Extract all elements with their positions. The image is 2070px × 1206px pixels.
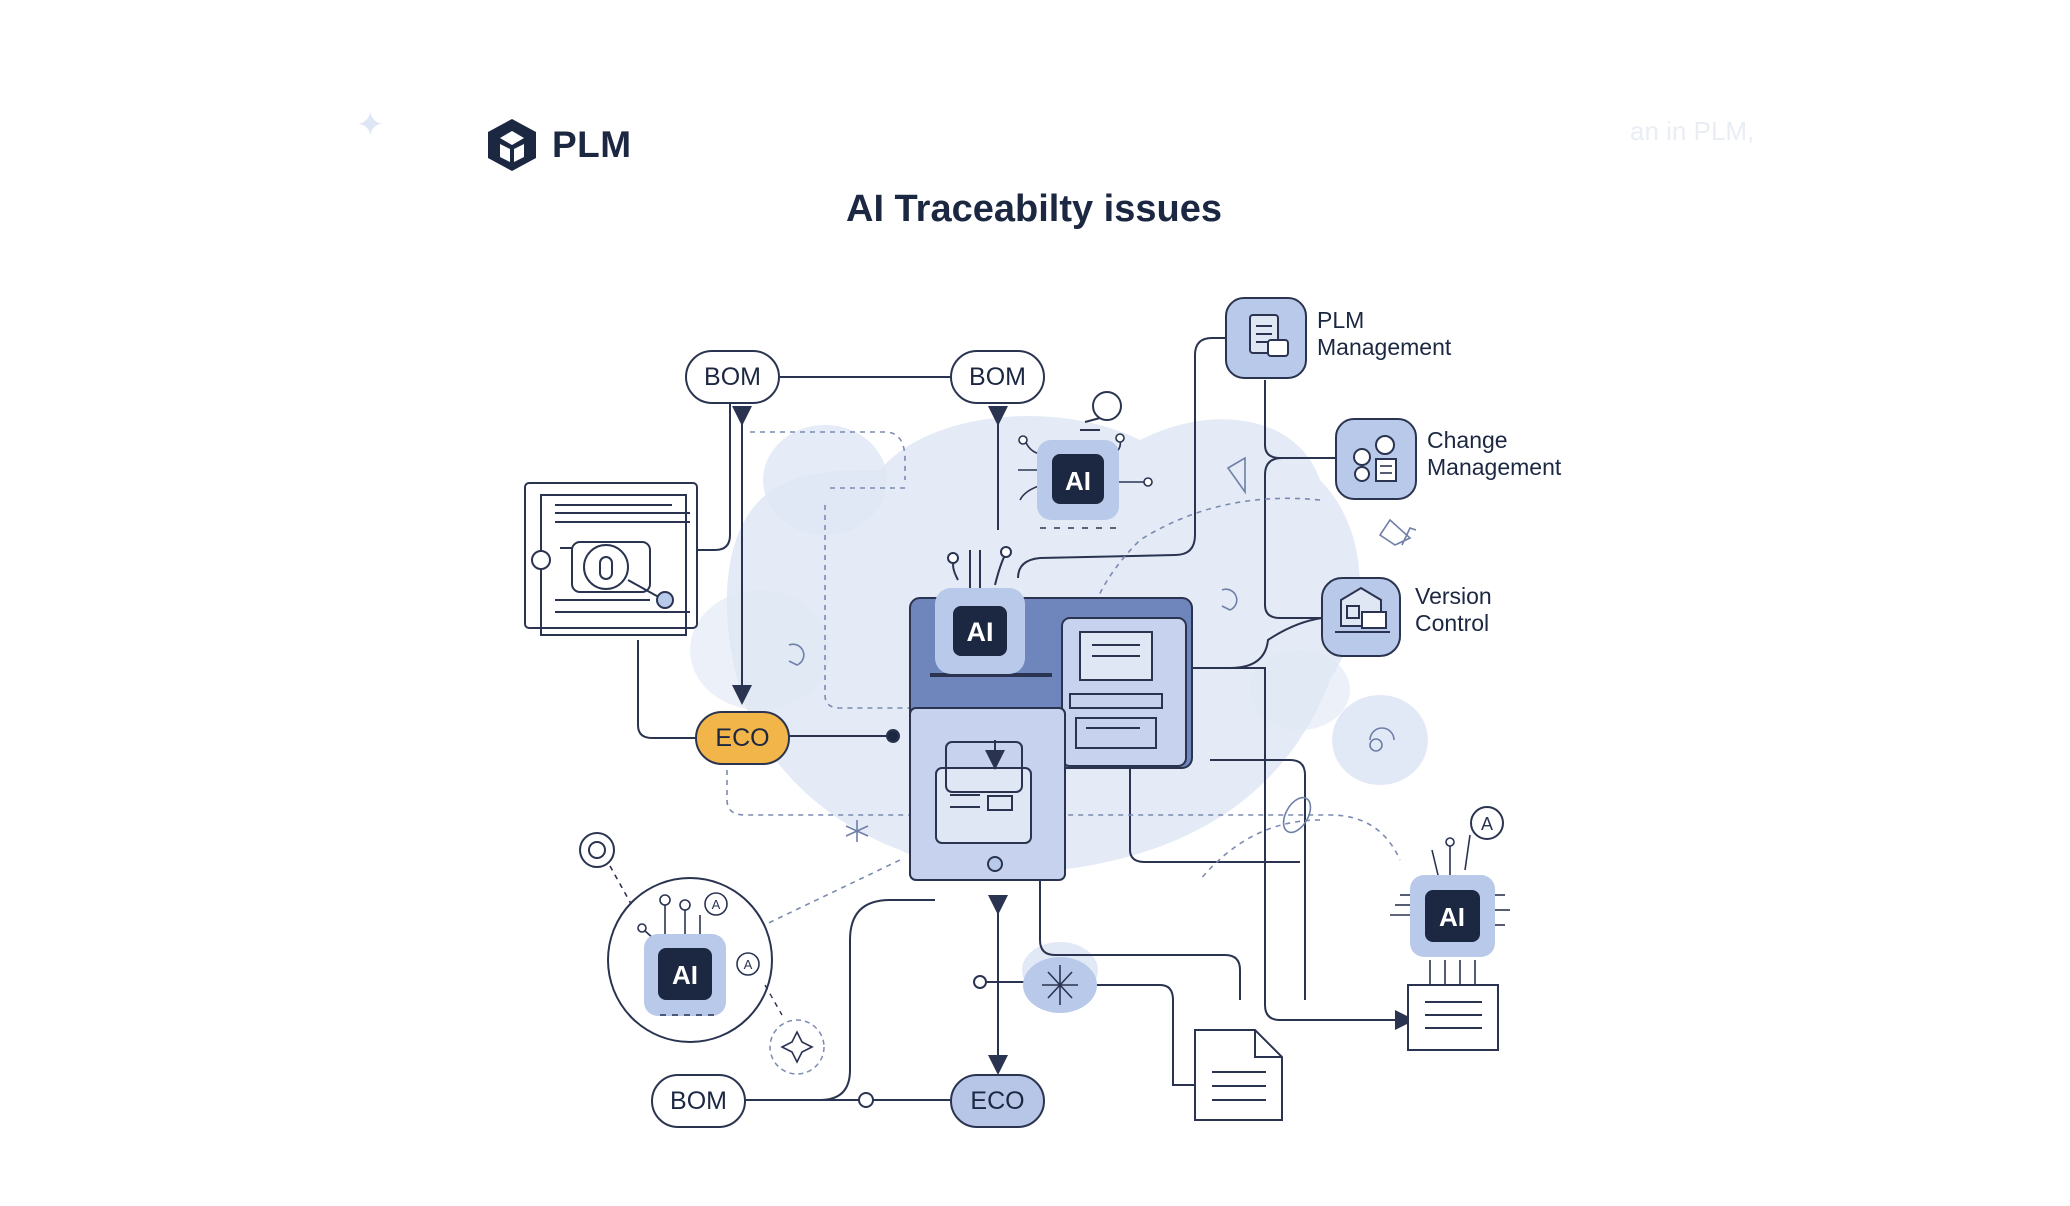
- plm-management-icon: [1225, 297, 1307, 379]
- logo-text: PLM: [552, 124, 632, 165]
- diagram-title: AI Traceabilty issues: [846, 188, 1222, 230]
- ai-chip-right: A AI: [1390, 806, 1510, 1051]
- cube-logo-icon: [488, 119, 536, 171]
- leaf-icon: [1282, 796, 1312, 834]
- bom-node-top-middle: BOM: [950, 350, 1045, 404]
- logo: PLM: [486, 117, 632, 173]
- network-node-icon: [1023, 957, 1097, 1013]
- svg-text:AI: AI: [672, 960, 698, 990]
- swirl-icon-left: [788, 643, 805, 666]
- ai-chip-bottom-left: A A AI: [579, 832, 825, 1075]
- plm-management-label: PLM Management: [1317, 307, 1452, 360]
- svg-text:A: A: [744, 957, 753, 972]
- svg-text:AI: AI: [967, 617, 994, 647]
- decorative-icons: [788, 456, 1417, 842]
- left-panel-icon: [524, 482, 698, 636]
- document-icon-bottom: [1194, 1029, 1283, 1121]
- wifi-arc-icon: [1369, 727, 1395, 741]
- sparkle-icon: ✦: [356, 106, 385, 144]
- svg-text:AI: AI: [1439, 902, 1465, 932]
- version-control-icon: [1321, 577, 1401, 657]
- change-management-label: Change Management: [1427, 427, 1562, 480]
- version-control-label: Version Control: [1415, 583, 1492, 636]
- snowflake-icon: [845, 820, 869, 842]
- ai-chip-center: AI: [935, 546, 1025, 674]
- ghost-caption: an in PLM,: [1630, 116, 1755, 146]
- svg-text:A: A: [1481, 814, 1493, 834]
- change-management-icon: [1335, 418, 1417, 500]
- connector-lines: [637, 337, 1415, 1108]
- triangle-icon: [1226, 456, 1246, 495]
- bom-node-bottom: BOM: [651, 1074, 746, 1128]
- svg-text:AI: AI: [1065, 466, 1091, 496]
- svg-text:A: A: [712, 897, 721, 912]
- swirl-icon: [1221, 588, 1238, 611]
- pen-icon: [1378, 518, 1417, 546]
- eco-node-left: ECO: [695, 711, 790, 765]
- bom-node-top-left: BOM: [685, 350, 780, 404]
- eco-node-bottom: ECO: [950, 1074, 1045, 1128]
- ai-chip-top: AI: [1018, 391, 1153, 529]
